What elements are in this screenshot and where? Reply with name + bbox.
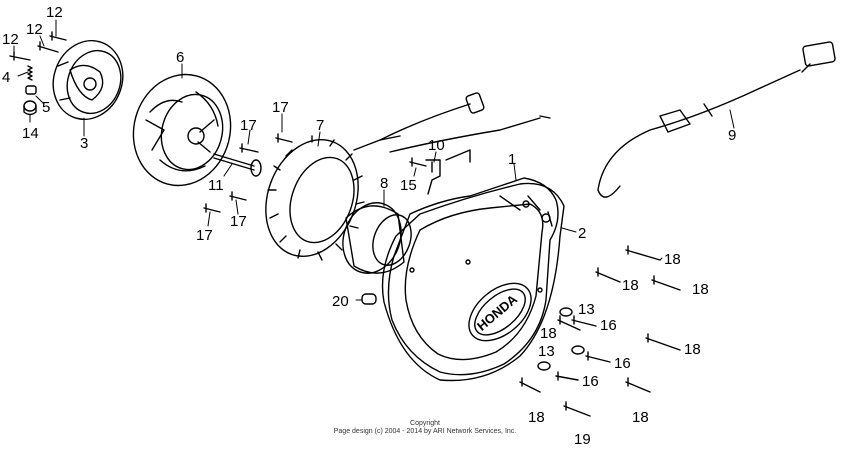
clip-part-10 — [425, 159, 441, 195]
callout-16-a: 16 — [600, 317, 617, 334]
callout-19: 19 — [574, 431, 591, 448]
pin-part-11 — [213, 153, 262, 177]
stator-part-7 — [265, 135, 401, 261]
callout-2: 2 — [578, 225, 586, 242]
callout-6: 6 — [176, 49, 184, 66]
dowel-part-20 — [361, 293, 377, 305]
grommet — [445, 149, 471, 163]
callout-labels: 12 12 12 4 5 14 3 6 17 17 17 17 7 11 10 … — [2, 4, 736, 448]
callout-17-d: 17 — [196, 227, 213, 244]
callout-1: 1 — [508, 151, 516, 168]
washers-part-13 — [537, 307, 585, 371]
callout-8: 8 — [380, 175, 388, 192]
callout-18-g: 18 — [632, 409, 649, 426]
callout-15: 15 — [400, 177, 417, 194]
callout-18-c: 18 — [692, 281, 709, 298]
flywheel-part-6 — [132, 73, 232, 187]
callout-12-b: 12 — [26, 21, 43, 38]
callout-12-a: 12 — [46, 4, 63, 21]
callout-18-a: 18 — [664, 251, 681, 268]
callout-17-c: 17 — [230, 213, 247, 230]
callout-10: 10 — [428, 137, 445, 154]
callout-18-e: 18 — [684, 341, 701, 358]
honda-badge-text: HONDA — [474, 291, 521, 334]
bolts-part-17 — [203, 133, 293, 213]
callout-14: 14 — [22, 125, 39, 142]
callout-20: 20 — [332, 293, 349, 310]
weight-part-14 — [23, 100, 37, 116]
leader-lines — [13, 19, 735, 301]
copyright-notice: Page design (c) 2004 - 2014 by ARI Netwo… — [333, 428, 517, 435]
callout-17-a: 17 — [272, 99, 289, 116]
crankcase-cover-part-1 — [387, 177, 559, 376]
collar-part-8 — [342, 202, 412, 274]
callout-11: 11 — [208, 177, 224, 194]
callout-16-b: 16 — [614, 355, 631, 372]
callout-9: 9 — [728, 127, 736, 144]
gasket-part-2 — [381, 182, 565, 382]
callout-4: 4 — [2, 69, 10, 86]
callout-18-f: 18 — [528, 409, 545, 426]
callout-12-c: 12 — [2, 31, 19, 48]
bolts-part-16 — [555, 315, 611, 381]
callout-13-b: 13 — [538, 343, 555, 360]
callout-13-a: 13 — [578, 301, 595, 318]
callout-5: 5 — [42, 99, 50, 116]
bolts-part-18 — [519, 245, 681, 393]
spring-part-4 — [27, 65, 33, 81]
callout-3: 3 — [80, 135, 88, 152]
bolt-part-15 — [409, 157, 427, 167]
piece-part-5 — [25, 85, 37, 95]
callout-7: 7 — [316, 117, 324, 134]
callout-16-c: 16 — [582, 373, 599, 390]
callout-18-b: 18 — [622, 277, 639, 294]
callout-17-b: 17 — [240, 117, 257, 134]
rotor-part-3 — [52, 39, 124, 121]
bolt-part-19 — [563, 401, 591, 417]
harness-part-9 — [597, 41, 836, 198]
copyright-label: Copyright — [410, 420, 440, 427]
callout-18-d: 18 — [540, 325, 557, 342]
stator-wiring — [379, 92, 551, 153]
